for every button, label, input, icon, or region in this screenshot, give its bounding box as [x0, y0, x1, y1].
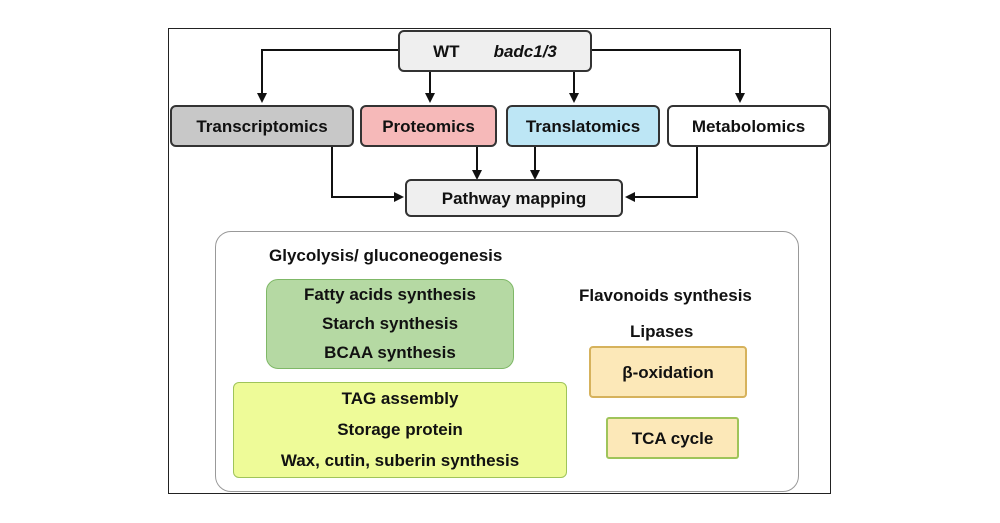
- green-pathway-group: Fatty acids synthesis Starch synthesis B…: [266, 279, 514, 369]
- starch-synthesis-label: Starch synthesis: [321, 314, 459, 333]
- transcriptomics-box: Transcriptomics: [170, 105, 354, 147]
- translatomics-box: Translatomics: [506, 105, 660, 147]
- proteomics-label: Proteomics: [382, 116, 475, 136]
- pathway-mapping-label: Pathway mapping: [441, 188, 587, 208]
- proteomics-box: Proteomics: [360, 105, 497, 147]
- flavonoids-synthesis-label: Flavonoids synthesis: [579, 286, 752, 305]
- arrow-to-transcriptomics: [257, 49, 398, 103]
- beta-oxidation-label: β-oxidation: [622, 362, 714, 382]
- tca-cycle-box: TCA cycle: [606, 417, 739, 459]
- genotype-label: badc1/3: [493, 41, 557, 61]
- genotype-header-box: WT badc1/3: [398, 30, 592, 72]
- transcriptomics-label: Transcriptomics: [196, 116, 328, 136]
- pathway-mapping-box: Pathway mapping: [405, 179, 623, 217]
- metabolomics-box: Metabolomics: [667, 105, 830, 147]
- bcaa-synthesis-label: BCAA synthesis: [324, 343, 456, 362]
- yellow-pathway-group: TAG assembly Storage protein Wax, cutin,…: [233, 382, 567, 478]
- tag-assembly-label: TAG assembly: [341, 389, 459, 408]
- glycolysis-label: Glycolysis/ gluconeogenesis: [269, 246, 503, 265]
- fatty-acids-synthesis-label: Fatty acids synthesis: [304, 285, 476, 304]
- beta-oxidation-box: β-oxidation: [589, 346, 747, 398]
- translatomics-label: Translatomics: [525, 116, 641, 136]
- arrow-to-metabolomics: [592, 49, 745, 103]
- wt-label: WT: [433, 41, 460, 61]
- metabolomics-label: Metabolomics: [691, 116, 806, 136]
- arrow-transcriptomics-to-pathway: [331, 147, 404, 202]
- lipases-label: Lipases: [630, 322, 694, 341]
- wax-cutin-suberin-label: Wax, cutin, suberin synthesis: [280, 451, 520, 470]
- storage-protein-label: Storage protein: [337, 420, 463, 439]
- arrow-metabolomics-to-pathway: [625, 147, 698, 202]
- tca-cycle-label: TCA cycle: [631, 428, 714, 448]
